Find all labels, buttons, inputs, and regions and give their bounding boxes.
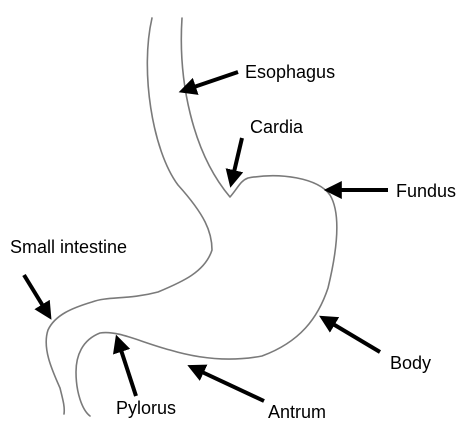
arrow-cardia <box>234 138 242 172</box>
label-small-intestine: Small intestine <box>10 237 127 257</box>
arrow-esophagus <box>194 72 238 87</box>
arrow-small-intestine <box>24 275 43 306</box>
arrow-antrum <box>202 372 264 401</box>
label-antrum: Antrum <box>268 402 326 422</box>
label-esophagus: Esophagus <box>245 62 335 82</box>
label-fundus: Fundus <box>396 181 456 201</box>
label-cardia: Cardia <box>250 117 304 137</box>
arrow-pylorus <box>121 350 136 396</box>
label-body: Body <box>390 353 431 373</box>
label-pylorus: Pylorus <box>116 398 176 418</box>
arrow-body <box>333 324 380 352</box>
